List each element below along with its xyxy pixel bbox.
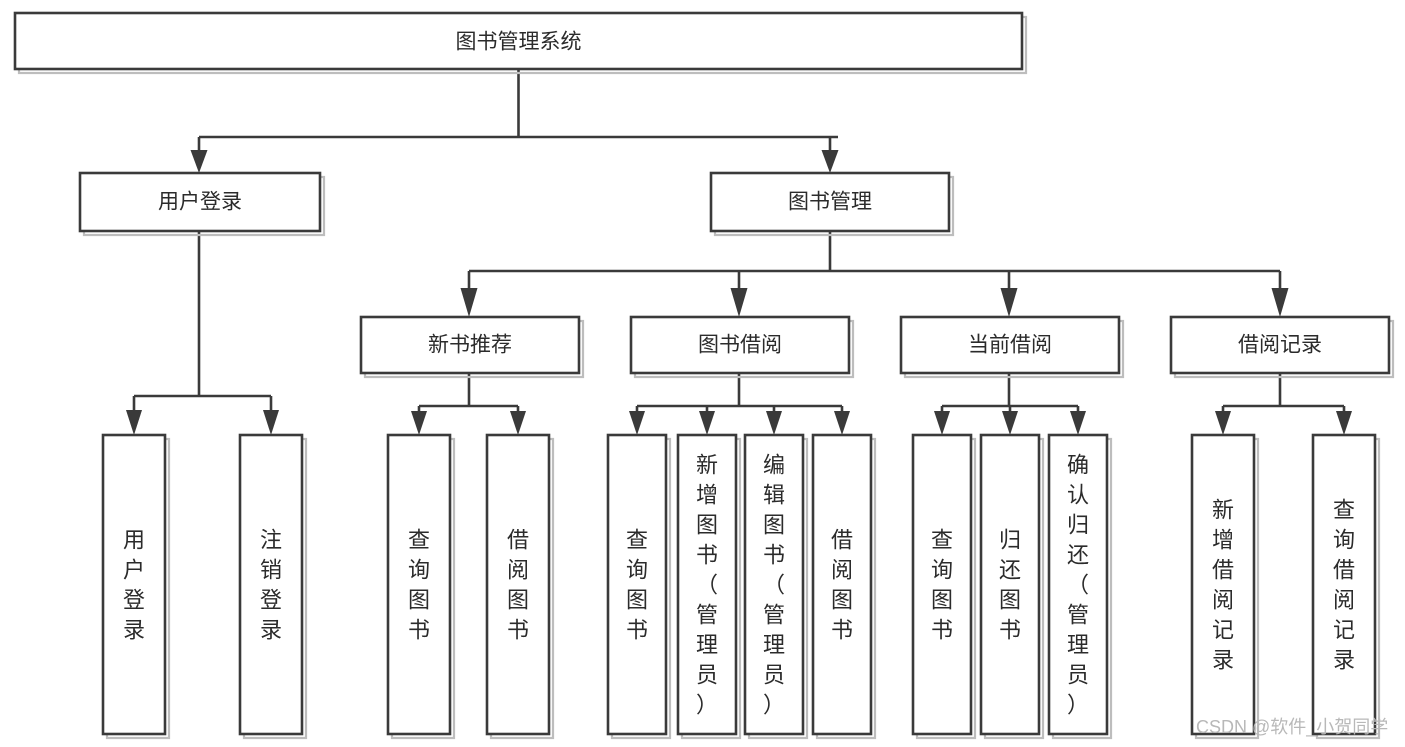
- node-borrow-record-label: 借阅记录: [1238, 334, 1322, 357]
- node-leaf-add-record-label: 新增借阅记录: [1212, 497, 1234, 672]
- connector-layer: [126, 69, 1352, 435]
- arrowhead-leaf-query-book-2: [629, 411, 645, 435]
- node-leaf-edit-book-label: 编辑图书（管理员）: [763, 452, 785, 717]
- arrowhead-leaf-add-record: [1215, 411, 1231, 435]
- node-book-borrow-rect[interactable]: [629, 315, 851, 375]
- arrowhead-borrow-record: [1271, 288, 1289, 317]
- arrowhead-user-login: [190, 150, 208, 173]
- node-user-login-rect[interactable]: [78, 171, 322, 233]
- node-current-borrow-rect[interactable]: [899, 315, 1121, 375]
- node-leaf-logout-label: 注销登录: [260, 527, 282, 642]
- node-leaf-borrow-book-2-label: 借阅图书: [831, 527, 853, 642]
- node-book-borrow-label: 图书借阅: [698, 334, 782, 357]
- arrowhead-leaf-user-login: [126, 410, 142, 435]
- node-leaf-borrow-book-1[interactable]: 借阅图书: [485, 433, 555, 740]
- node-leaf-confirm-return[interactable]: 确认归还（管理员）: [1047, 433, 1113, 740]
- node-leaf-return-book-rect[interactable]: [979, 433, 1041, 736]
- arrowhead-new-book-recommend: [460, 288, 478, 317]
- node-leaf-query-book-1-label: 查询图书: [408, 527, 430, 642]
- node-new-book-recommend-rect[interactable]: [359, 315, 581, 375]
- node-leaf-user-login-rect[interactable]: [101, 433, 167, 736]
- arrowhead-leaf-query-record: [1336, 411, 1352, 435]
- arrowhead-current-borrow: [1000, 288, 1018, 317]
- node-leaf-return-book-label: 归还图书: [999, 527, 1021, 642]
- node-borrow-record[interactable]: 借阅记录: [1169, 315, 1395, 379]
- csdn-watermark: CSDN @软件_小贺同学: [1196, 717, 1388, 738]
- node-root[interactable]: 图书管理系统: [13, 11, 1028, 75]
- node-leaf-query-book-3-label: 查询图书: [931, 527, 953, 642]
- node-user-login-label: 用户登录: [158, 191, 242, 214]
- node-leaf-user-login-label: 用户登录: [123, 527, 145, 642]
- node-new-book-recommend-label: 新书推荐: [428, 334, 512, 357]
- node-current-borrow[interactable]: 当前借阅: [899, 315, 1125, 379]
- node-leaf-add-record-rect[interactable]: [1190, 433, 1256, 736]
- node-leaf-query-book-2[interactable]: 查询图书: [606, 433, 672, 740]
- arrowhead-book-borrow: [730, 288, 748, 317]
- node-book-borrow[interactable]: 图书借阅: [629, 315, 855, 379]
- arrowhead-book-management: [821, 150, 839, 173]
- node-leaf-query-book-1-rect[interactable]: [386, 433, 452, 736]
- node-root-rect[interactable]: [13, 11, 1024, 71]
- node-leaf-query-book-3[interactable]: 查询图书: [911, 433, 977, 740]
- node-leaf-add-book[interactable]: 新增图书（管理员）: [676, 433, 742, 740]
- node-leaf-query-record[interactable]: 查询借阅记录: [1311, 433, 1381, 740]
- node-leaf-borrow-book-2-rect[interactable]: [811, 433, 873, 736]
- node-leaf-query-book-2-label: 查询图书: [626, 527, 648, 642]
- node-leaf-add-book-rect[interactable]: [676, 433, 738, 736]
- node-new-book-recommend[interactable]: 新书推荐: [359, 315, 585, 379]
- node-leaf-confirm-return-label: 确认归还（管理员）: [1067, 452, 1089, 717]
- node-leaf-borrow-book-2[interactable]: 借阅图书: [811, 433, 877, 740]
- node-leaf-logout[interactable]: 注销登录: [238, 433, 308, 740]
- node-leaf-query-book-2-rect[interactable]: [606, 433, 668, 736]
- node-leaf-query-book-1[interactable]: 查询图书: [386, 433, 456, 740]
- arrowhead-leaf-return-book: [1002, 411, 1018, 435]
- node-book-management[interactable]: 图书管理: [709, 171, 955, 237]
- node-leaf-confirm-return-rect[interactable]: [1047, 433, 1109, 736]
- node-user-login[interactable]: 用户登录: [78, 171, 326, 237]
- arrowhead-leaf-borrow-book-2: [834, 411, 850, 435]
- node-leaf-add-book-label: 新增图书（管理员）: [696, 452, 718, 717]
- arrowhead-leaf-query-book-3: [934, 411, 950, 435]
- node-leaf-logout-rect[interactable]: [238, 433, 304, 736]
- arrowhead-leaf-confirm-return: [1070, 411, 1086, 435]
- node-leaf-user-login[interactable]: 用户登录: [101, 433, 171, 740]
- arrowhead-leaf-add-book: [699, 411, 715, 435]
- node-leaf-query-record-label: 查询借阅记录: [1333, 497, 1355, 672]
- node-leaf-query-book-3-rect[interactable]: [911, 433, 973, 736]
- node-current-borrow-label: 当前借阅: [968, 334, 1052, 357]
- arrowhead-leaf-edit-book: [766, 411, 782, 435]
- node-leaf-query-record-rect[interactable]: [1311, 433, 1377, 736]
- node-leaf-borrow-book-1-rect[interactable]: [485, 433, 551, 736]
- node-borrow-record-rect[interactable]: [1169, 315, 1391, 375]
- node-leaf-edit-book-rect[interactable]: [743, 433, 805, 736]
- arrowhead-leaf-logout: [263, 410, 279, 435]
- node-root-label: 图书管理系统: [456, 31, 582, 54]
- node-book-management-rect[interactable]: [709, 171, 951, 233]
- node-leaf-add-record[interactable]: 新增借阅记录: [1190, 433, 1260, 740]
- arrowhead-leaf-query-book-1: [411, 411, 427, 435]
- node-leaf-borrow-book-1-label: 借阅图书: [507, 527, 529, 642]
- arrowhead-leaf-borrow-book-1: [510, 411, 526, 435]
- node-leaf-edit-book[interactable]: 编辑图书（管理员）: [743, 433, 809, 740]
- node-book-management-label: 图书管理: [788, 191, 872, 214]
- node-leaf-return-book[interactable]: 归还图书: [979, 433, 1045, 740]
